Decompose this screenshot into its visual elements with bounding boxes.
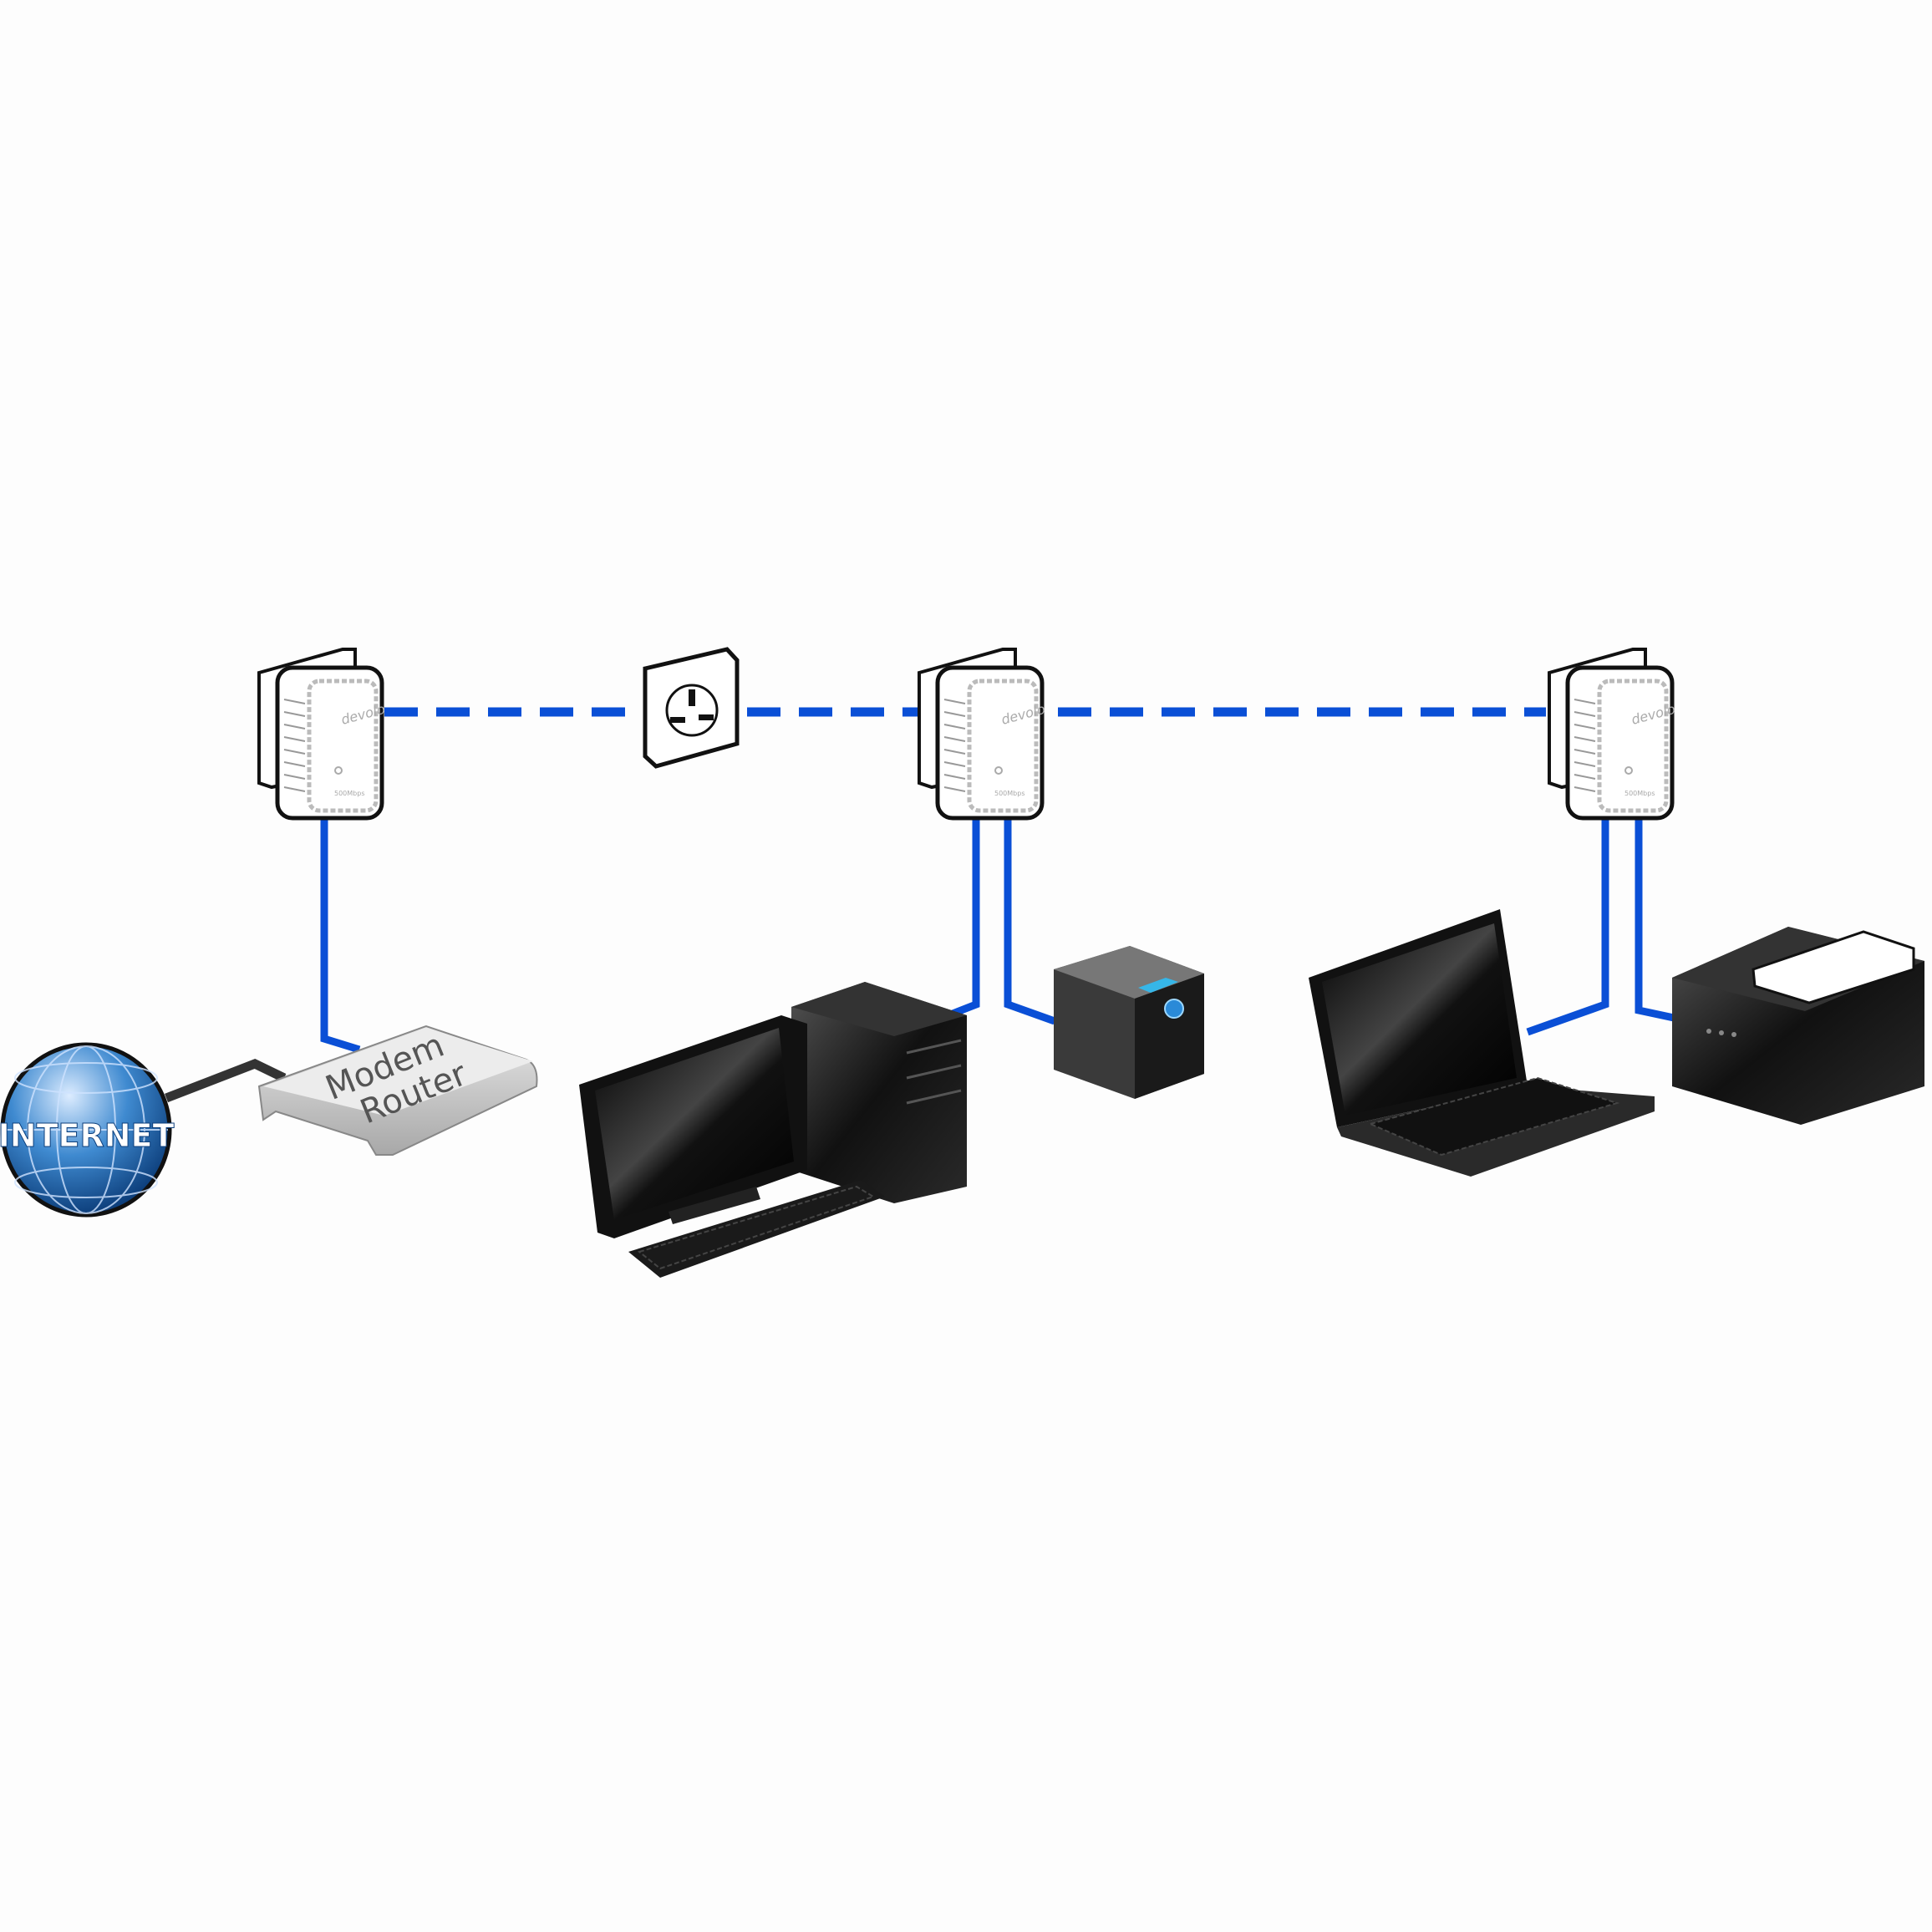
printer-icon <box>1672 927 1924 1125</box>
nas-icon <box>1054 946 1204 1099</box>
powerline-adapter-1: devolo 500Mbps <box>259 649 387 818</box>
powerline-adapter-3: devolo 500Mbps <box>1549 649 1677 818</box>
laptop-icon <box>1309 909 1655 1177</box>
adapter-speed: 500Mbps <box>994 790 1025 797</box>
adapter-speed: 500Mbps <box>1624 790 1655 797</box>
wall-socket-icon <box>643 647 740 769</box>
internet-label: INTERNET <box>0 1117 174 1154</box>
globe-icon: INTERNET <box>0 1042 175 1218</box>
desktop-pc-icon <box>579 982 967 1278</box>
powerline-adapter-2: devolo 500Mbps <box>919 649 1047 818</box>
ethernet-cables <box>320 819 1675 1054</box>
router-icon: Modem Router <box>257 1024 538 1156</box>
adapter-speed: 500Mbps <box>334 790 365 797</box>
internet-cable <box>165 1059 287 1103</box>
